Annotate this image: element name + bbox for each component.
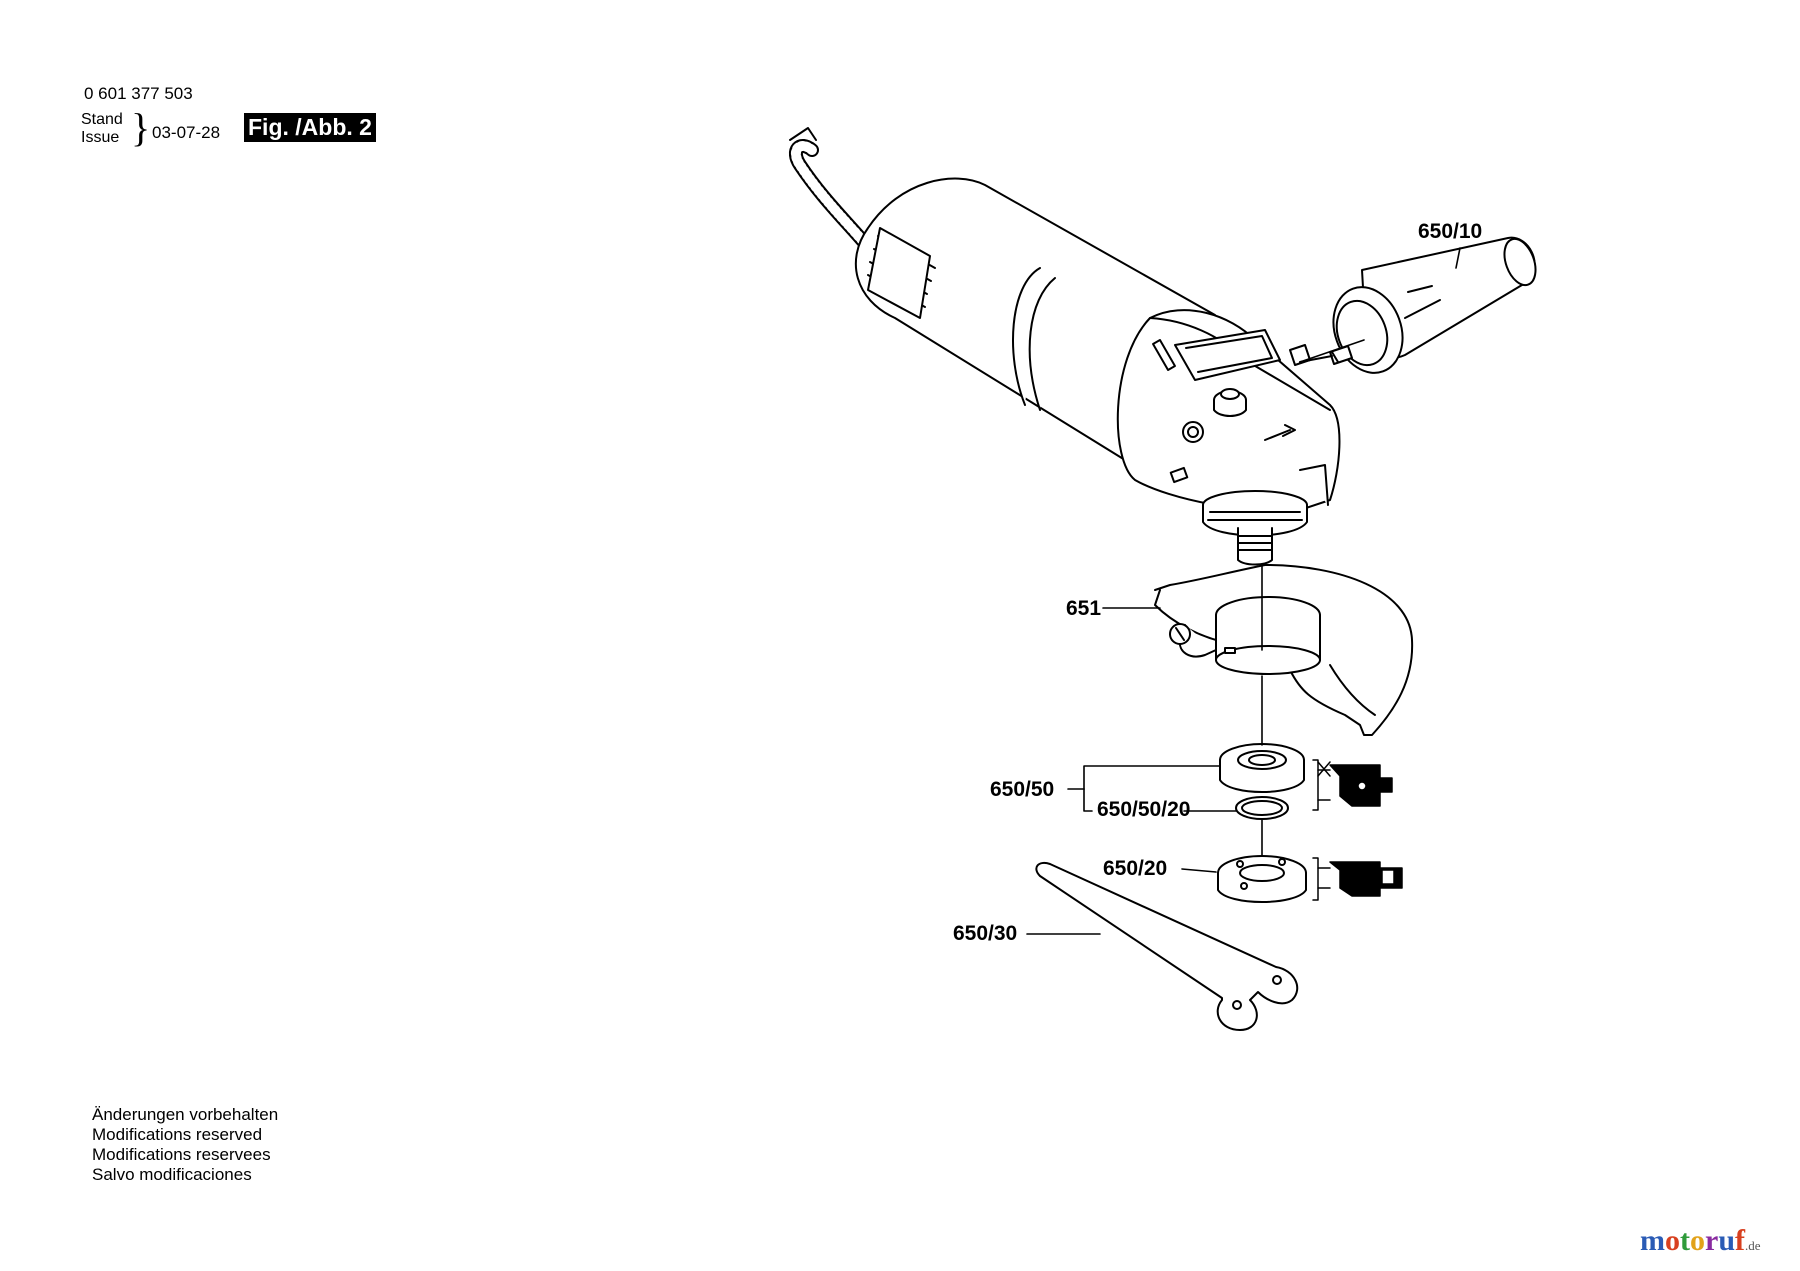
leader-lines [1026, 247, 1461, 935]
callout-side-handle: 650/10 [1418, 220, 1483, 243]
figure-label: Fig. /Abb. 2 [244, 113, 376, 142]
spanner [1035, 862, 1299, 1031]
watermark-letter: m [1640, 1224, 1665, 1257]
torque-symbol-nut [1312, 857, 1403, 901]
watermark-letter: o [1690, 1224, 1705, 1257]
gear-head [1116, 309, 1341, 512]
callout-o-ring: 650/50/20 [1097, 798, 1191, 821]
power-cord [788, 127, 869, 247]
callout-spanner: 650/30 [953, 922, 1018, 945]
issue-block: Stand Issue } 03-07-28 Fig. /Abb. 2 [81, 105, 401, 151]
issue-label: Issue [81, 129, 120, 146]
watermark-logo: motoruf.de [1640, 1224, 1761, 1258]
watermark-letter: o [1665, 1224, 1680, 1257]
o-ring [1235, 796, 1289, 820]
watermark-letter: u [1718, 1224, 1736, 1257]
callout-guard: 651 [1066, 597, 1102, 620]
assembly-axis [1261, 339, 1365, 857]
clamping-flange [1219, 743, 1305, 793]
spindle [1202, 490, 1308, 566]
side-handle [1299, 236, 1537, 374]
callout-clamping-nut: 650/20 [1103, 857, 1168, 880]
torque-symbol-flange [1312, 759, 1393, 811]
wheel-guard [1154, 564, 1414, 736]
watermark-letter: f [1735, 1224, 1746, 1257]
modification-notes: Änderungen vorbehalten Modifications res… [92, 1105, 278, 1185]
watermark-suffix: .de [1745, 1238, 1761, 1253]
watermark-letter: r [1705, 1224, 1719, 1257]
brace-glyph: } [131, 105, 151, 150]
note-french: Modifications reservees [92, 1145, 271, 1164]
note-spanish: Salvo modificaciones [92, 1165, 252, 1184]
note-english: Modifications reserved [92, 1125, 263, 1144]
clamping-nut [1217, 855, 1307, 903]
note-german: Änderungen vorbehalten [92, 1105, 279, 1124]
part-number: 0 601 377 503 [84, 84, 193, 103]
stand-label: Stand [81, 111, 123, 128]
callout-clamping-flange: 650/50 [990, 778, 1055, 801]
watermark-letter: t [1680, 1224, 1690, 1257]
issue-date: 03-07-28 [152, 123, 221, 142]
